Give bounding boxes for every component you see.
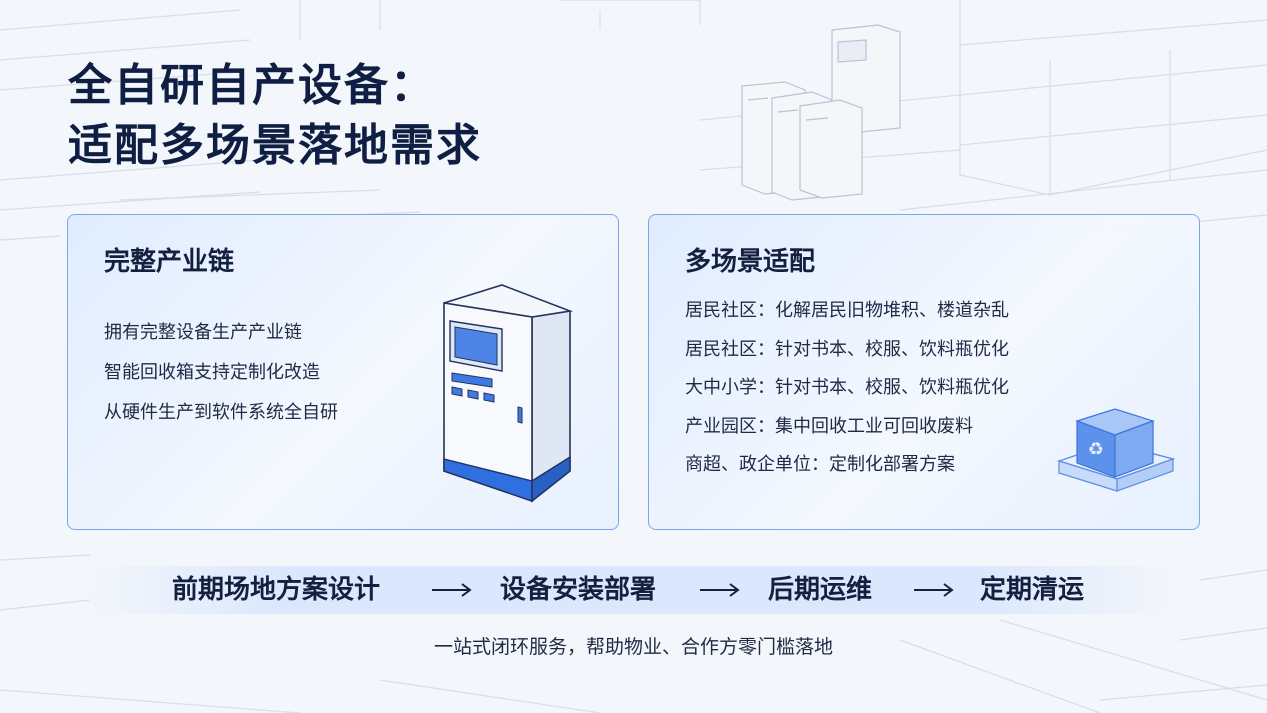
step-maintenance: 后期运维 [768,575,873,605]
step-site-design: 前期场地方案设计 [172,575,381,605]
multi-scene-card: 多场景适配 居民社区：化解居民旧物堆积、楼道杂乱 居民社区：针对书本、校服、饮料… [648,214,1200,530]
list-item: 产业园区：集中回收工业可回收废料 [685,415,973,437]
industry-chain-card: 完整产业链 拥有完整设备生产产业链 智能回收箱支持定制化改造 从硬件生产到软件系… [67,214,619,530]
list-item: 拥有完整设备生产产业链 [104,322,302,343]
svg-text:♻: ♻ [1088,439,1104,460]
process-band [90,566,1170,614]
footer-note: 一站式闭环服务，帮助物业、合作方零门槛落地 [433,636,833,658]
list-item: 从硬件生产到软件系统全自研 [104,402,338,423]
list-item: 居民社区：化解居民旧物堆积、楼道杂乱 [685,300,1009,321]
title-line-1: 全自研自产设备： [68,60,436,111]
step-installation: 设备安装部署 [500,575,657,605]
recycle-cube-icon: ♻ [1056,408,1176,492]
multi-scene-list: 居民社区：化解居民旧物堆积、楼道杂乱 居民社区：针对书本、校服、饮料瓶优化 大中… [685,299,1009,492]
list-item: 居民社区：针对书本、校服、饮料瓶优化 [685,338,1009,360]
list-item: 大中小学：针对书本、校服、饮料瓶优化 [685,377,1009,398]
step-clearing: 定期清运 [980,575,1085,605]
recycling-kiosk-icon [443,284,574,503]
page-title: 全自研自产设备： 适配多场景落地需求 [68,56,482,176]
title-line-2: 适配多场景落地需求 [68,120,482,171]
industry-chain-heading: 完整产业链 [104,247,235,277]
long-right-arrow-icon [700,583,740,597]
list-item: 智能回收箱支持定制化改造 [104,362,320,383]
list-item: 商超、政企单位：定制化部署方案 [685,454,955,475]
industry-chain-list: 拥有完整设备生产产业链 智能回收箱支持定制化改造 从硬件生产到软件系统全自研 [104,321,338,441]
long-right-arrow-icon [432,583,472,597]
long-right-arrow-icon [914,583,954,597]
multi-scene-heading: 多场景适配 [685,247,816,277]
